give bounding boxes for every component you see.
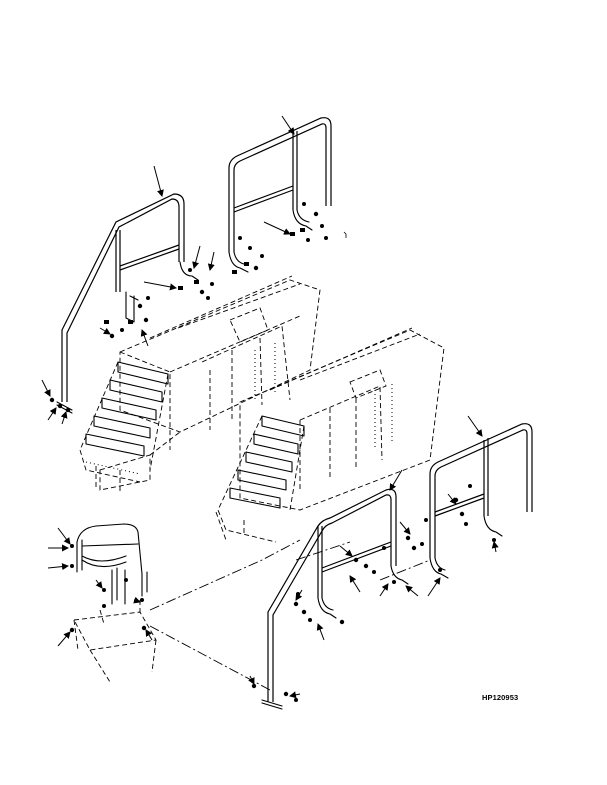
handrail-upper-left xyxy=(56,193,199,414)
handrail-lower-right-long xyxy=(261,488,409,710)
bracket-mark xyxy=(343,231,347,238)
stair-platform-right xyxy=(215,327,445,543)
small-platform-bracket xyxy=(73,523,157,683)
figure-id-label: HP120953 xyxy=(482,693,519,702)
alignment-centerlines xyxy=(149,539,431,691)
handrail-lower-right-short xyxy=(429,423,533,579)
stair-platform-left xyxy=(79,275,321,492)
callout-leaders xyxy=(41,115,499,699)
handrail-upper-right xyxy=(228,117,332,273)
hardware-clusters xyxy=(49,202,496,702)
